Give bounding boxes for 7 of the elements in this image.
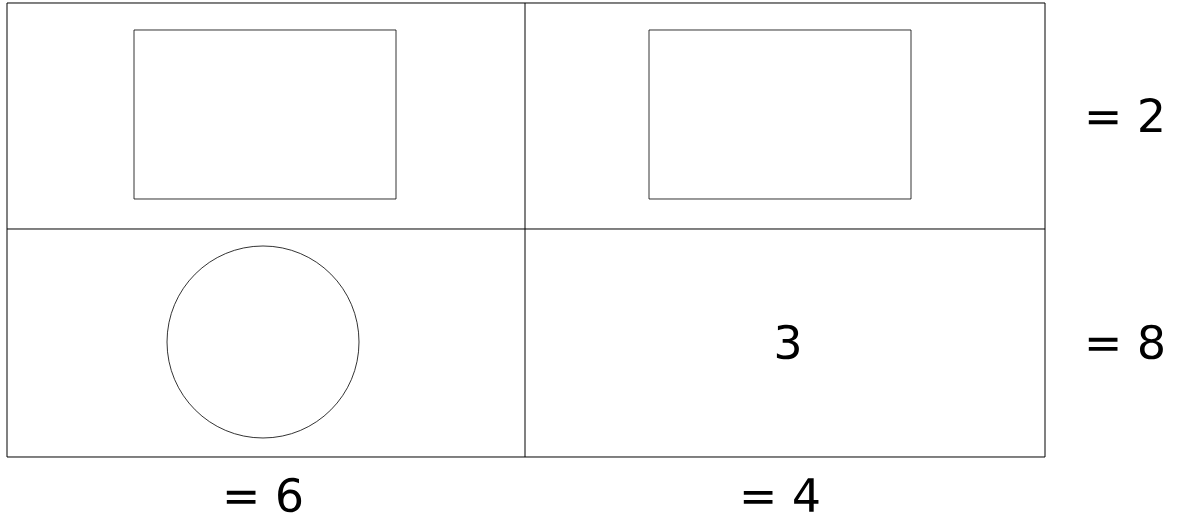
rectangle <box>133 29 397 200</box>
equation-text: = 2 <box>1088 98 1162 132</box>
equation-text: = 4 <box>743 478 819 512</box>
circle <box>166 245 360 439</box>
rectangle <box>648 29 912 200</box>
equation-text: = 8 <box>1088 324 1163 360</box>
equation-text: 3 <box>776 324 799 360</box>
